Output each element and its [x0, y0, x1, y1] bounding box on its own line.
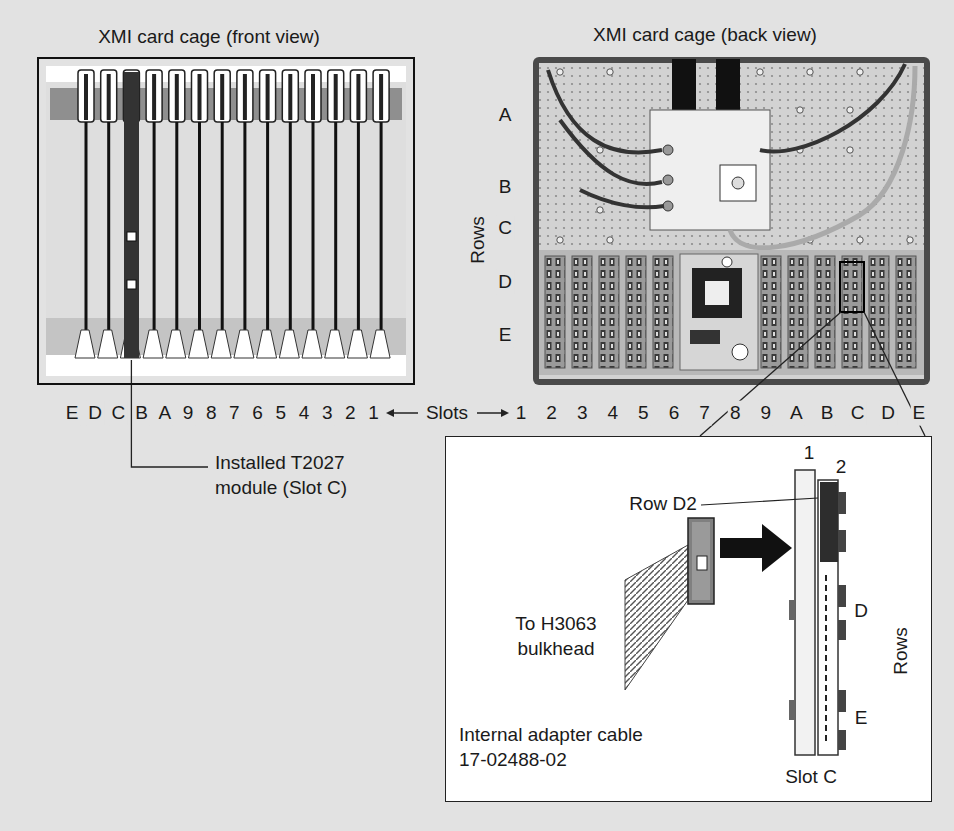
row-letter: C	[496, 216, 514, 241]
slot-number: D	[879, 401, 897, 426]
detail-inset: 12Row D2 To H3063 bulkhead D RowsE Internal …	[445, 436, 932, 802]
slot-number: 3	[575, 401, 590, 426]
slot-number: 5	[636, 401, 651, 426]
slot-number: 6	[250, 401, 265, 426]
detail-inset-art	[445, 436, 932, 802]
slot-number: 2	[343, 401, 358, 426]
row-letter: D	[854, 599, 868, 624]
slot-number: A	[788, 401, 805, 426]
back-view-panel: XMI card cage (back view)	[533, 57, 930, 385]
slot-number: 8	[728, 401, 743, 426]
slot-number: 9	[759, 401, 774, 426]
slot-number: 7	[697, 401, 712, 426]
pin-column-number: 2	[836, 455, 847, 480]
row-callout: Row D2	[629, 492, 697, 517]
callout-text: Installed T2027 module (Slot C)	[215, 451, 380, 500]
axis-label: Rows	[466, 214, 491, 266]
view-title: XMI card cage (back view)	[593, 23, 817, 48]
front-card-cage	[46, 66, 406, 376]
row-letter: E	[497, 323, 514, 348]
slot-number: 5	[274, 401, 289, 426]
slot-number: E	[64, 401, 81, 426]
slot-number: B	[133, 401, 150, 426]
cable-part-number: Internal adapter cable 17-02488-02	[459, 723, 674, 772]
row-letter: A	[497, 103, 514, 128]
slot-number: 4	[297, 401, 312, 426]
slot-number: 7	[227, 401, 242, 426]
view-title: XMI card cage (front view)	[98, 25, 320, 50]
slot-number: D	[86, 401, 104, 426]
row-letter: B	[497, 175, 514, 200]
slot-number: C	[849, 401, 867, 426]
cable-destination: To H3063 bulkhead	[494, 612, 619, 661]
slot-number: E	[910, 401, 927, 426]
axis-label: Slots	[424, 401, 470, 426]
slot-number: 1	[366, 401, 381, 426]
leader-line	[131, 360, 208, 467]
slot-number: 8	[204, 401, 219, 426]
slot-label: Slot C	[785, 765, 837, 790]
slot-number: A	[156, 401, 173, 426]
front-view-panel: XMI card cage (front view)	[37, 57, 415, 385]
slot-number: B	[819, 401, 836, 426]
zoom-lines	[700, 312, 925, 436]
row-letter: E	[855, 706, 868, 731]
slot-number: 9	[181, 401, 196, 426]
slot-number: 6	[667, 401, 682, 426]
slot-number: 1	[514, 401, 529, 426]
slot-number: C	[110, 401, 128, 426]
installed-module	[124, 72, 139, 358]
axis-label: Rows	[889, 627, 914, 675]
slot-number: 3	[320, 401, 335, 426]
pin-column-number: 1	[804, 441, 815, 466]
backplane	[533, 57, 930, 385]
slot-number: 4	[606, 401, 621, 426]
slot-number: 2	[544, 401, 559, 426]
row-letter: D	[496, 270, 514, 295]
